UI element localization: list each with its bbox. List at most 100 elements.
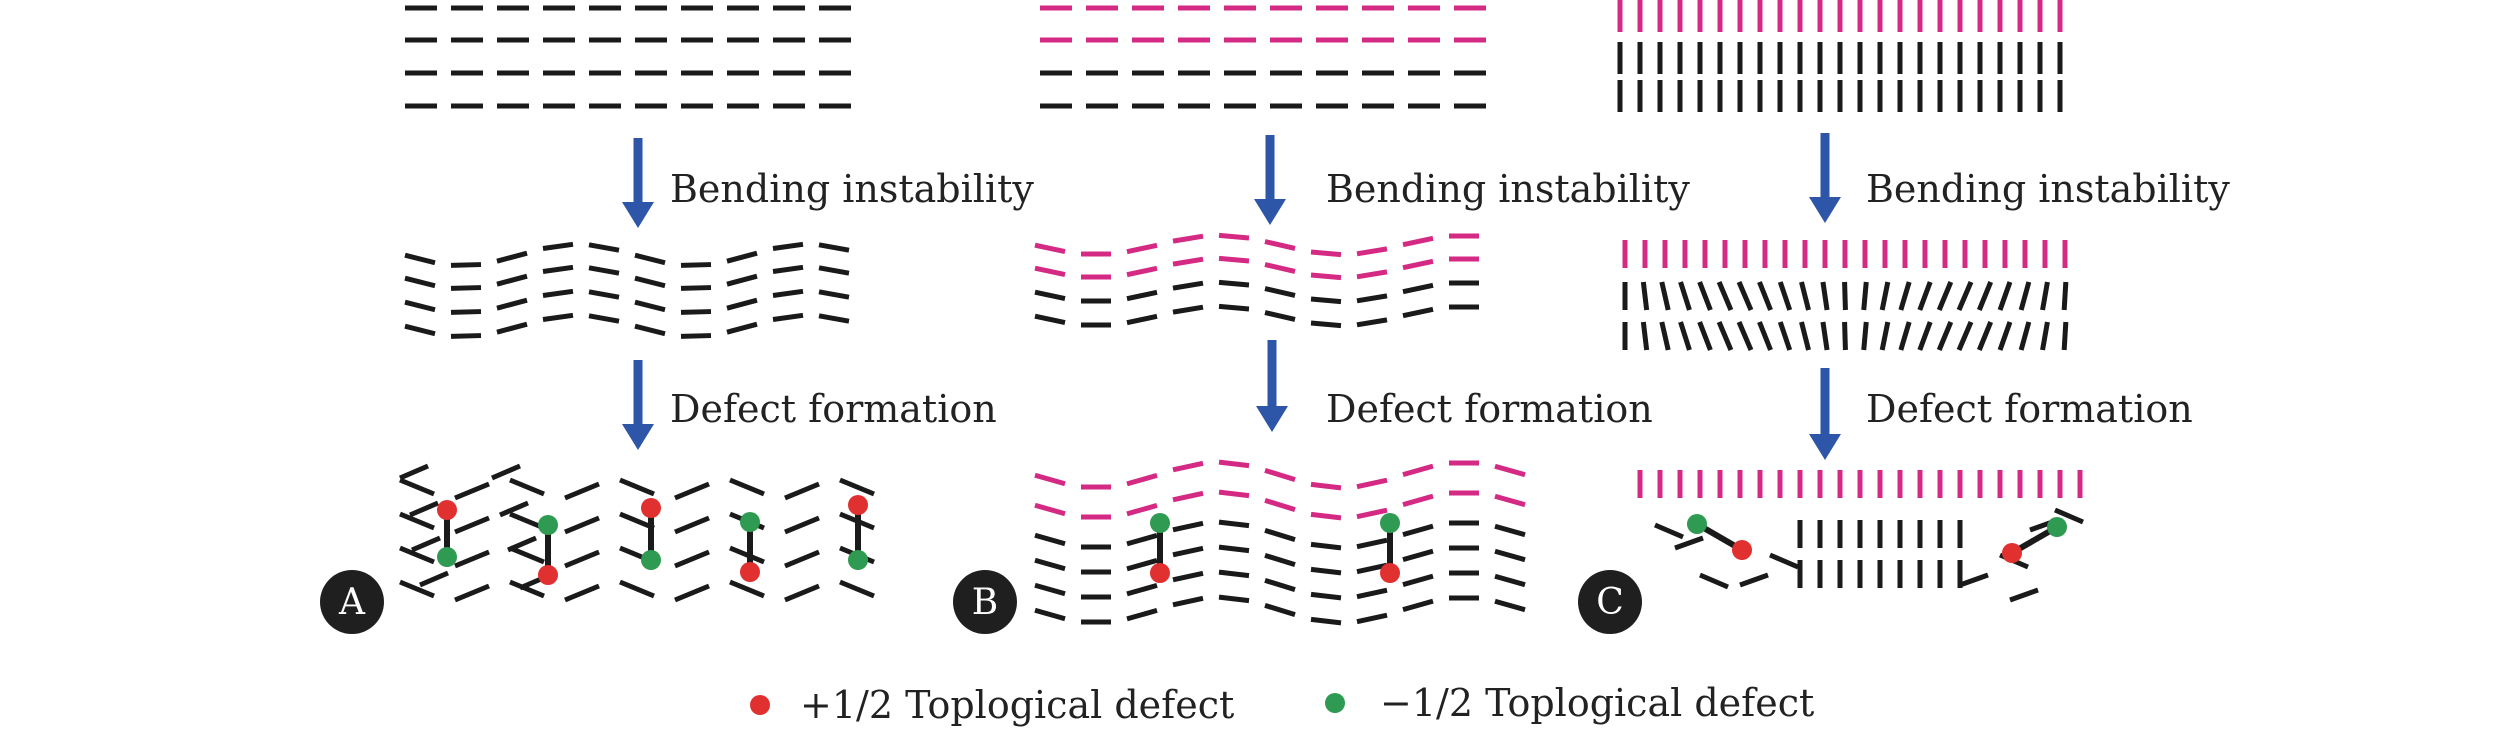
mesogen-dash [1218,544,1250,554]
mesogen-dash [1402,548,1434,563]
mesogen-dash [729,579,765,599]
mesogen-dash [499,500,529,518]
mesogen-dash [634,323,666,337]
panel-c-arrow-1 [1809,133,1841,223]
arrow-head [622,202,654,228]
mesogen-dash [1310,320,1342,329]
mesogen-dash [509,477,545,497]
panel-a-badge: A [320,570,384,634]
mesogen-dash [1034,242,1066,255]
mesogen-dash [772,288,804,298]
plus-half-defect [641,498,661,518]
mesogen-dash [1218,594,1250,604]
mesogen-dash [1777,321,1793,351]
mesogen-dash [1310,296,1342,305]
arrow-head [1254,199,1286,225]
mesogen-dash [404,275,436,289]
plus-half-defect [740,562,760,582]
mesogen-dash [1956,321,1974,351]
mesogen-dash [1310,566,1342,576]
mesogen-dash [1356,269,1388,280]
mesogen-dash [450,262,482,268]
mesogen-dash [1402,523,1434,538]
panel-c-step2-label: Defect formation [1866,387,2193,431]
mesogen-dash [634,275,666,289]
mesogen-dash [491,463,521,481]
mesogen-dash [784,481,820,501]
mesogen-dash [1654,522,1684,540]
mesogen-dash [1494,493,1526,508]
mesogen-dash [564,583,600,603]
mesogen-dash [726,297,758,311]
plus-half-defect [848,495,868,515]
mesogen-dash [1356,587,1388,600]
panel-c-arrow-2 [1809,368,1841,460]
legend-plus-half-marker [750,695,770,715]
mesogen-dash [1936,321,1954,351]
panel-a-arrow-1 [622,138,654,228]
mesogen-dash [1126,265,1158,278]
mesogen-dash [509,579,545,599]
mesogen-dash [1218,255,1250,264]
mesogen-dash [1799,281,1811,311]
panel-a-step1-label: Bending instability [670,167,1034,211]
mesogen-dash [399,545,435,565]
mesogen-dash [1356,293,1388,304]
mesogen-dash [818,313,850,324]
minus-half-defect [641,550,661,570]
mesogen-dash [454,583,490,603]
mesogen-dash [496,321,528,335]
mesogen-dash [542,312,574,322]
mesogen-dash [634,299,666,313]
mesogen-dash [726,250,758,264]
mesogen-dash [619,579,655,599]
panel-b-defect-layers [1034,459,1526,626]
mesogen-dash [674,515,710,535]
panel-a-letter: A [338,582,366,623]
mesogen-dash [588,242,620,253]
mesogen-dash [818,289,850,300]
mesogen-dash [1898,321,1912,351]
mesogen-dash [634,252,666,266]
mesogen-dash [454,549,490,569]
arrow-head [1809,197,1841,223]
mesogen-dash [2061,281,2069,311]
mesogen-dash [1997,321,2013,351]
mesogen-dash [1034,502,1066,517]
minus-half-defect [538,515,558,535]
mesogen-dash [1842,281,1848,311]
panel-b-badge: B [953,570,1017,634]
mesogen-dash [1264,239,1296,251]
panel-c-defect-layers [1637,470,2084,603]
mesogen-dash [1402,598,1434,613]
mesogen-dash [1172,490,1204,503]
mesogen-dash [1356,317,1388,328]
minus-half-defect [1380,513,1400,533]
panel-c-step1-label: Bending instability [1866,167,2230,211]
plus-half-defect [437,500,457,520]
mesogen-dash [1264,310,1296,322]
mesogen-dash [450,285,482,291]
mesogen-dash [1356,612,1388,625]
mesogen-dash [1917,281,1933,311]
mesogen-dash [1777,281,1793,311]
mesogen-dash [1736,321,1754,351]
mesogen-dash [1034,557,1066,572]
mesogen-dash [1402,306,1434,319]
mesogen-dash [674,481,710,501]
panel-b-badge-circle [953,570,1017,634]
panel-c-badge-circle [1578,570,1642,634]
mesogen-dash [1356,562,1388,575]
mesogen-dash [1976,281,1994,311]
mesogen-dash [1356,246,1388,257]
mesogen-dash [399,511,435,531]
panel-c-letter: C [1596,582,1624,623]
mesogen-dash [818,242,850,253]
mesogen-dash [1494,463,1526,478]
mesogen-dash [1494,573,1526,588]
mesogen-dash [1310,249,1342,258]
mesogen-dash [1959,572,1989,588]
mesogen-dash [1172,545,1204,558]
panel-b-letter: B [972,582,998,623]
mesogen-dash [674,549,710,569]
